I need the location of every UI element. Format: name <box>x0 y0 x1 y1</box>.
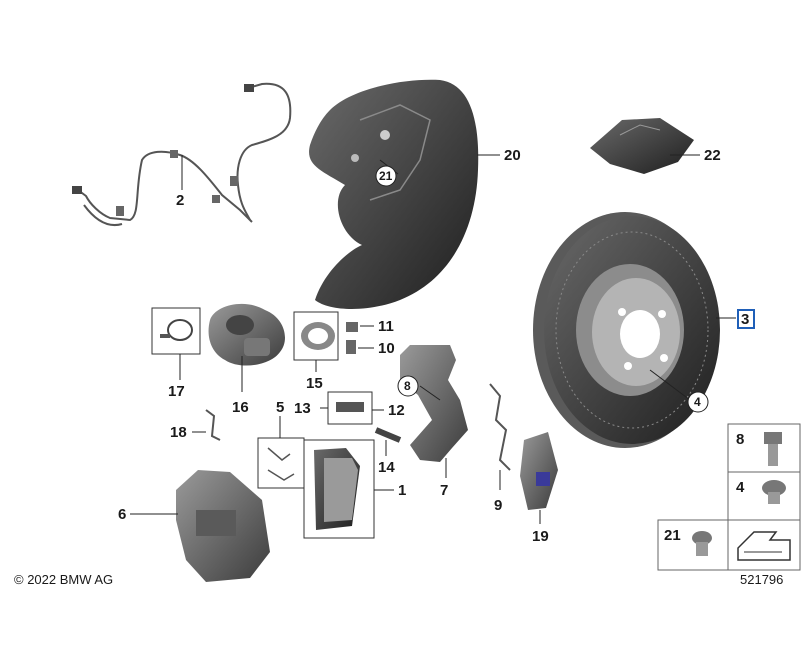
legend-row-4: 4 <box>736 479 745 496</box>
part-label-5: 5 <box>276 399 284 416</box>
part-label-15: 15 <box>306 375 323 392</box>
part-label-17: 17 <box>168 383 185 400</box>
part-label-12: 12 <box>388 402 405 419</box>
callout-8: 8 <box>397 375 419 397</box>
part-label-18: 18 <box>170 424 187 441</box>
arrow-icon <box>737 531 791 561</box>
legend-row-21: 21 <box>664 527 681 544</box>
guide-pin-box <box>327 391 373 425</box>
anti-rattle-spring <box>489 383 511 471</box>
svg-text:21: 21 <box>379 169 393 183</box>
part-label-9: 9 <box>494 497 502 514</box>
part-label-2: 2 <box>176 192 184 209</box>
brake-mat <box>590 118 694 174</box>
fastener-legend: 8 4 21 <box>657 423 801 571</box>
part-label-6: 6 <box>118 506 126 523</box>
bolt-small <box>346 322 358 354</box>
guide-pin <box>374 427 402 443</box>
callout-4: 4 <box>687 391 709 413</box>
part-label-10: 10 <box>378 340 395 357</box>
brake-caliper <box>176 470 270 582</box>
brake-dust-shield <box>309 79 479 309</box>
part-label-1: 1 <box>398 482 406 499</box>
part-label-7: 7 <box>440 482 448 499</box>
bolt-icon <box>764 432 782 466</box>
part-label-14: 14 <box>378 459 395 476</box>
part-label-3[interactable]: 3 <box>741 311 749 328</box>
svg-text:4: 4 <box>694 395 701 409</box>
nut-bolt-icon <box>762 480 786 504</box>
part-label-11: 11 <box>378 318 394 335</box>
copyright-text: © 2022 BMW AG <box>14 572 114 587</box>
brake-disc <box>533 212 720 448</box>
selection-highlight <box>737 309 755 329</box>
part-label-20: 20 <box>504 147 521 164</box>
legend-row-8: 8 <box>736 431 744 448</box>
retaining-clip <box>205 409 221 441</box>
wear-sensor-cable <box>77 82 292 226</box>
part-label-13: 13 <box>294 400 311 417</box>
flange-bolt-icon <box>692 531 712 556</box>
parking-brake-motor <box>208 303 285 366</box>
seal-ring <box>151 307 201 355</box>
part-label-22: 22 <box>704 147 721 164</box>
part-label-16: 16 <box>232 399 249 416</box>
drawing-number: 521796 <box>740 572 784 587</box>
part-label-19: 19 <box>532 528 549 545</box>
sensor-wire-kit <box>257 437 305 489</box>
bellows-boot <box>293 311 339 361</box>
brake-pad-set <box>303 439 375 539</box>
connector-icon <box>72 84 254 216</box>
svg-text:8: 8 <box>404 379 411 393</box>
callout-21: 21 <box>375 165 397 187</box>
caliper-cover <box>520 432 558 510</box>
caliper-carrier <box>400 345 468 462</box>
